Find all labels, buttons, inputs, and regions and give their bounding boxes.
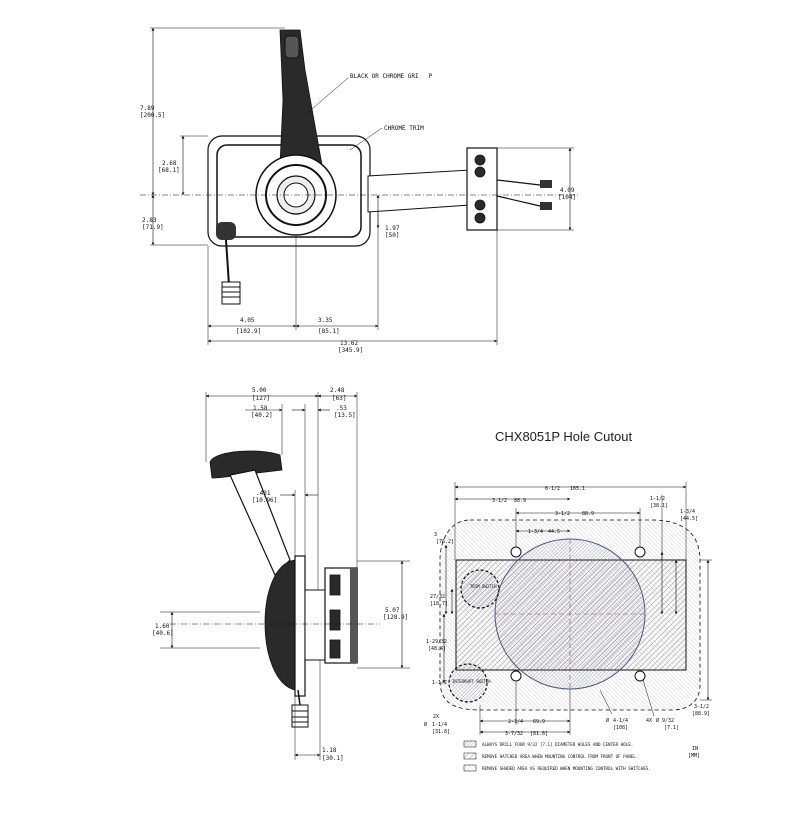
svg-text:1-29/32: 1-29/32 <box>426 639 447 645</box>
cutout-legend: ALWAYS DRILL FOUR 9/32 [7.1] DIAMETER HO… <box>463 740 700 772</box>
svg-text:[104]: [104] <box>558 194 576 201</box>
svg-text:[40.6]: [40.6] <box>152 630 174 637</box>
svg-text:[128.9]: [128.9] <box>383 614 408 621</box>
svg-text:[85.1]: [85.1] <box>318 328 340 335</box>
svg-text:1-3/4: 1-3/4 <box>528 529 543 535</box>
svg-text:3-7/32: 3-7/32 <box>505 731 523 737</box>
side-lever-arm <box>229 469 291 577</box>
svg-text:4.05: 4.05 <box>240 317 255 324</box>
svg-text:[40.2]: [40.2] <box>251 412 273 419</box>
grip-button <box>284 35 300 59</box>
trim-switch-hole <box>460 569 500 609</box>
svg-text:[7.1]: [7.1] <box>664 725 679 731</box>
svg-text:1.18: 1.18 <box>322 747 337 754</box>
svg-text:Ø: Ø <box>656 717 659 724</box>
svg-text:[13.5]: [13.5] <box>334 412 356 419</box>
svg-text:4.09: 4.09 <box>560 187 575 194</box>
svg-text:2.48: 2.48 <box>330 387 345 394</box>
svg-text:[30.1]: [30.1] <box>322 755 344 762</box>
svg-text:[71.9]: [71.9] <box>142 224 164 231</box>
svg-text:5.07: 5.07 <box>385 607 400 614</box>
mount-hole-tr <box>634 546 646 558</box>
svg-text:[127]: [127] <box>252 395 270 402</box>
svg-text:[76.2]: [76.2] <box>436 539 454 545</box>
units-in: IN <box>692 746 698 752</box>
svg-text:3-1/2: 3-1/2 <box>694 704 709 710</box>
svg-text:27/32: 27/32 <box>430 594 445 600</box>
svg-text:[31.8]: [31.8] <box>432 729 450 735</box>
side-panel-plate <box>294 555 306 697</box>
svg-text:[88.9]: [88.9] <box>692 711 710 717</box>
svg-text:[38.1]: [38.1] <box>650 503 668 509</box>
svg-text:6-1/2: 6-1/2 <box>545 486 560 492</box>
svg-text:[102.9]: [102.9] <box>236 328 261 335</box>
svg-text:.431: .431 <box>256 490 271 497</box>
svg-text:9/32: 9/32 <box>662 718 674 724</box>
svg-text:2X: 2X <box>433 714 439 720</box>
svg-text:1.97: 1.97 <box>385 225 400 232</box>
svg-text:[44.5]: [44.5] <box>680 516 698 522</box>
svg-text:13.62: 13.62 <box>340 340 358 347</box>
svg-text:3-1/2: 3-1/2 <box>555 511 570 517</box>
side-mechanism <box>304 589 328 661</box>
svg-text:[18.7]: [18.7] <box>430 601 448 607</box>
svg-text:[68.1]: [68.1] <box>158 167 180 174</box>
svg-text:[10.96]: [10.96] <box>252 497 277 504</box>
svg-text:5.00: 5.00 <box>252 387 267 394</box>
svg-text:3-1/2: 3-1/2 <box>492 498 507 504</box>
svg-text:[48.4]: [48.4] <box>428 646 446 652</box>
svg-text:Ø: Ø <box>606 717 609 724</box>
svg-text:[63]: [63] <box>332 395 346 402</box>
svg-text:4-1/4: 4-1/4 <box>613 718 628 724</box>
svg-text:4X: 4X <box>646 718 652 724</box>
legend-item-drill: ALWAYS DRILL FOUR 9/32 [7.1] DIAMETER HO… <box>482 742 633 747</box>
svg-text:1-3/4: 1-3/4 <box>680 509 695 515</box>
mount-hole-bl <box>510 670 522 682</box>
svg-text:INTERRUPT SWITCH: INTERRUPT SWITCH <box>452 679 491 684</box>
svg-text:[345.9]: [345.9] <box>338 347 363 354</box>
svg-text:3.35: 3.35 <box>318 317 333 324</box>
svg-text:[200.5]: [200.5] <box>140 112 165 119</box>
svg-text:1.58: 1.58 <box>253 405 268 412</box>
svg-text:TRIM SWITCH: TRIM SWITCH <box>470 584 497 589</box>
svg-text:7.89: 7.89 <box>140 105 155 112</box>
svg-text:[108]: [108] <box>613 725 628 731</box>
svg-text:2-3/4: 2-3/4 <box>508 719 523 725</box>
svg-text:69.9: 69.9 <box>533 719 545 725</box>
svg-text:.53: .53 <box>336 405 347 412</box>
svg-text:1-1/2: 1-1/2 <box>650 496 665 502</box>
side-view: 5.00 [127] 2.48 [63] 1.58 [40.2] .53 [13… <box>152 387 410 762</box>
legend-item-hatched: REMOVE HATCHED AREA WHEN MOUNTING CONTRO… <box>482 754 638 759</box>
trim-switch <box>216 222 236 240</box>
svg-text:[81.8]: [81.8] <box>530 731 548 737</box>
mount-hole-tl <box>510 546 522 558</box>
label-chrome-trim: CHROME TRIM <box>384 125 424 132</box>
svg-text:1-1/4: 1-1/4 <box>432 722 447 728</box>
svg-text:[50]: [50] <box>385 232 399 239</box>
svg-text:1-1/2: 1-1/2 <box>432 680 447 686</box>
svg-text:44.5: 44.5 <box>548 529 560 535</box>
svg-text:3: 3 <box>434 532 437 538</box>
svg-text:88.9: 88.9 <box>514 498 526 504</box>
coiled-cord <box>221 281 241 305</box>
side-lever-grip <box>209 450 283 479</box>
svg-text:165.1: 165.1 <box>570 486 585 492</box>
cutout-title: CHX8051P Hole Cutout <box>495 429 632 444</box>
svg-text:88.9: 88.9 <box>582 511 594 517</box>
svg-text:Ø: Ø <box>424 721 427 728</box>
svg-text:1.60: 1.60 <box>155 623 170 630</box>
mounting-bracket <box>367 169 471 213</box>
interrupt-switch-hole <box>448 663 488 703</box>
legend-item-shaded: REMOVE SHADED AREA AS REQUIRED WHEN MOUN… <box>482 766 651 771</box>
svg-text:2.68: 2.68 <box>162 160 177 167</box>
units-mm: [MM] <box>688 753 700 759</box>
side-dome <box>264 559 296 691</box>
mount-hole-br <box>634 670 646 682</box>
svg-text:2.83: 2.83 <box>142 217 157 224</box>
hole-cutout: CHX8051P Hole Cutout TRIM SWITCH INTERRU… <box>424 429 712 772</box>
